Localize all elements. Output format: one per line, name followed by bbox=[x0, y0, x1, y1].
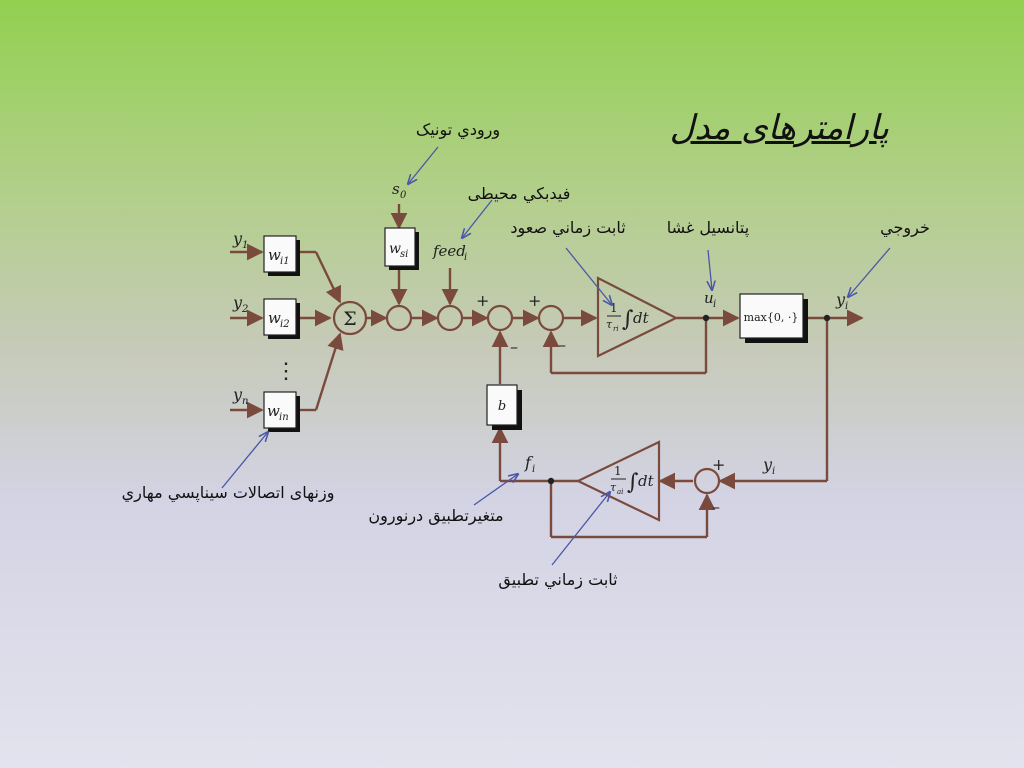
label-tonic-input: ورودي تونيک bbox=[415, 120, 501, 139]
svg-text:b: b bbox=[498, 399, 506, 414]
sum-node-tonic bbox=[385, 304, 413, 332]
svg-text:1: 1 bbox=[242, 240, 248, 251]
label-adaptation-time-constant: ثابت زماني تطبيق bbox=[498, 570, 618, 589]
tonic-input-s0: s 0 bbox=[390, 180, 408, 230]
svg-text:τ: τ bbox=[610, 481, 617, 494]
svg-text:ri: ri bbox=[613, 325, 619, 333]
svg-text:i1: i1 bbox=[280, 256, 290, 267]
sum-node-b bbox=[486, 304, 514, 332]
label-rise-time-constant: ثابت زماني صعود bbox=[510, 218, 626, 237]
svg-text:max{0, ·}: max{0, ·} bbox=[744, 311, 799, 324]
svg-text:y: y bbox=[835, 290, 846, 309]
svg-text:∫: ∫ bbox=[627, 470, 639, 495]
svg-text:Σ: Σ bbox=[343, 308, 356, 330]
label-adaptation-variable: متغيرتطبيق درنورون bbox=[368, 506, 504, 525]
weight-box-wsi: w si bbox=[384, 227, 419, 270]
junction-dot-y bbox=[823, 314, 831, 322]
vertical-ellipsis: ⋮ bbox=[275, 359, 297, 384]
svg-text:2: 2 bbox=[241, 304, 248, 315]
max-block: max{0, ·} bbox=[739, 293, 808, 343]
svg-text:dt: dt bbox=[638, 472, 655, 490]
sum-node-adapt bbox=[693, 467, 721, 495]
svg-text:dt: dt bbox=[633, 309, 650, 327]
label-membrane-potential: پتانسيل غشا bbox=[666, 218, 750, 237]
signs: + + – – + – bbox=[476, 291, 725, 516]
svg-text:i: i bbox=[713, 299, 716, 310]
svg-text:1: 1 bbox=[610, 301, 618, 315]
svg-text:–: – bbox=[712, 497, 720, 516]
svg-text:+: + bbox=[528, 291, 541, 310]
adaptation-integrator: 1 τ ai ∫ dt bbox=[575, 440, 661, 522]
svg-text:feed: feed bbox=[432, 242, 466, 260]
yi-output-label: y i bbox=[835, 290, 848, 312]
svg-text:si: si bbox=[400, 249, 408, 260]
label-output: خروجي bbox=[880, 218, 930, 237]
feed-label: feed i bbox=[432, 242, 467, 263]
rise-integrator: 1 τ ri ∫ dt bbox=[596, 276, 679, 358]
svg-text:n: n bbox=[242, 396, 248, 407]
svg-text:i2: i2 bbox=[280, 319, 290, 330]
svg-text:i: i bbox=[532, 464, 535, 475]
svg-text:ai: ai bbox=[617, 488, 623, 496]
sum-node-feed bbox=[436, 304, 464, 332]
svg-text:w: w bbox=[389, 241, 401, 257]
label-env-feedback: فيدبکي محيطی bbox=[467, 184, 571, 203]
svg-text:–: – bbox=[558, 335, 566, 354]
label-synaptic-weights: وزنهای اتصالات سيناپسي مهاري bbox=[121, 483, 335, 502]
svg-text:f: f bbox=[524, 453, 534, 472]
svg-text:τ: τ bbox=[606, 318, 613, 331]
fi-label: f i bbox=[524, 453, 535, 475]
svg-text:+: + bbox=[712, 455, 725, 474]
svg-text:s: s bbox=[392, 180, 400, 198]
svg-text:w: w bbox=[268, 309, 281, 327]
svg-text:∫: ∫ bbox=[622, 307, 634, 332]
svg-text:w: w bbox=[267, 402, 280, 420]
svg-text:i: i bbox=[464, 252, 467, 263]
svg-text:0: 0 bbox=[400, 190, 407, 201]
sigma-node: Σ bbox=[332, 300, 368, 336]
input-labels: y 1 y 2 y n bbox=[232, 229, 248, 407]
b-block: b bbox=[486, 384, 522, 430]
svg-text:w: w bbox=[268, 246, 281, 264]
svg-text:i: i bbox=[845, 301, 848, 312]
svg-text:1: 1 bbox=[614, 464, 622, 478]
weight-box-wi2: w i2 bbox=[263, 298, 300, 339]
weight-box-wi1: w i1 bbox=[263, 235, 300, 276]
sum-node-u bbox=[537, 304, 565, 332]
input-wires bbox=[230, 243, 344, 419]
weight-box-win: w in bbox=[263, 391, 300, 432]
svg-text:u: u bbox=[704, 289, 714, 307]
svg-text:y: y bbox=[232, 293, 243, 312]
svg-text:y: y bbox=[232, 385, 243, 404]
svg-text:–: – bbox=[510, 337, 518, 356]
yi-feedback-label: y i bbox=[762, 455, 775, 477]
svg-text:+: + bbox=[476, 291, 489, 310]
junction-dot-u bbox=[702, 314, 710, 322]
svg-text:y: y bbox=[762, 455, 773, 474]
svg-text:in: in bbox=[279, 412, 289, 423]
junction-dot-f bbox=[547, 477, 555, 485]
svg-text:y: y bbox=[232, 229, 243, 248]
svg-text:i: i bbox=[772, 466, 775, 477]
annotation-pointers bbox=[221, 146, 891, 566]
ui-label: u i bbox=[704, 289, 716, 310]
forward-path bbox=[366, 268, 864, 539]
slide-title: پارامترهای مدل bbox=[669, 108, 889, 148]
